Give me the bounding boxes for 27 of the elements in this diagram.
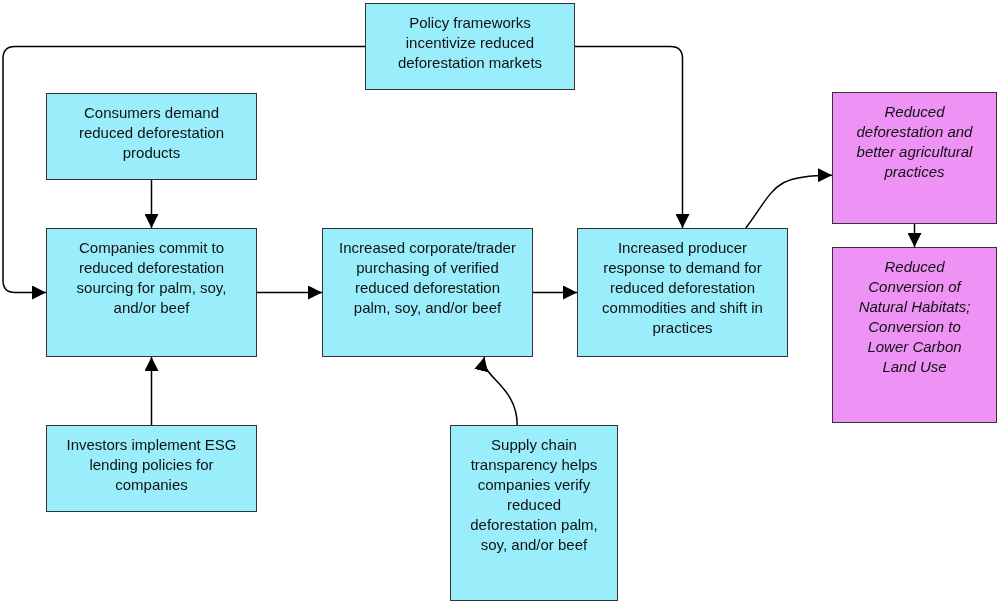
box-text: Investors implement ESG lending policies for companies xyxy=(65,435,238,495)
arrow xyxy=(2,45,366,300)
arrow xyxy=(574,45,690,229)
arrow xyxy=(476,356,518,426)
arrow xyxy=(745,168,833,229)
box-text: Reduced deforestation and better agricultural practices xyxy=(855,102,974,182)
arrow xyxy=(532,285,578,300)
box-text: Policy frameworks incentivize reduced deforestation markets xyxy=(396,13,544,73)
outcome-box xyxy=(832,92,997,224)
outcome-box xyxy=(832,247,997,423)
process-box xyxy=(46,425,257,512)
process-box xyxy=(46,228,257,357)
arrow xyxy=(144,179,159,229)
process-box xyxy=(577,228,788,357)
arrow xyxy=(144,356,159,426)
arrow xyxy=(256,285,323,300)
box-text: Reduced Conversion of Natural Habitats; Conversion to Lower Carbon Land Use xyxy=(857,257,972,377)
box-text: Increased producer response to demand for reduced deforestation commodities and shift in practices xyxy=(601,238,764,338)
box-text: Increased corporate/trader purchasing of verified reduced deforestation palm, soy, and/or beef xyxy=(338,238,517,318)
process-box xyxy=(46,93,257,180)
arrow xyxy=(907,223,922,248)
box-text: Consumers demand reduced deforestation products xyxy=(77,103,226,163)
box-text: Companies commit to reduced deforestation sourcing for palm, soy, and/or beef xyxy=(75,238,228,318)
process-box xyxy=(322,228,533,357)
box-text: Supply chain transparency helps companies verify reduced deforestation palm, soy, and/or beef xyxy=(469,435,599,555)
process-box xyxy=(450,425,618,601)
process-box xyxy=(365,3,575,90)
